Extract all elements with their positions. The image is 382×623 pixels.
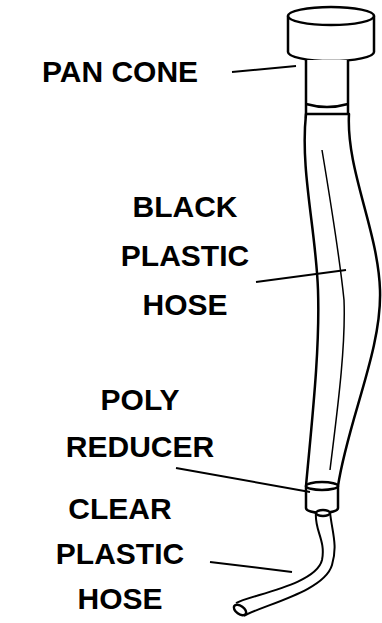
cone-neck: [306, 60, 348, 118]
leader-line: [210, 562, 292, 572]
black-plastic-hose: [305, 114, 380, 486]
leader-line: [176, 468, 310, 492]
clear-hose-inlet: [316, 510, 330, 516]
hose-clamp-line: [306, 104, 348, 107]
poly-reducer-rim: [306, 482, 338, 490]
part-label: POLY REDUCER: [40, 376, 240, 470]
leader-line: [256, 270, 346, 282]
clear-hose-edge: [244, 512, 335, 616]
leader-line: [232, 66, 296, 72]
hose-shade-line: [322, 150, 344, 470]
pan-cone-rim: [288, 7, 374, 25]
part-label: BLACK PLASTIC HOSE: [95, 182, 275, 329]
clear-hose-end: [232, 603, 248, 618]
clear-hose-edge: [236, 512, 323, 603]
part-label: PAN CONE: [10, 48, 230, 96]
part-label: CLEAR PLASTIC HOSE: [30, 486, 210, 621]
